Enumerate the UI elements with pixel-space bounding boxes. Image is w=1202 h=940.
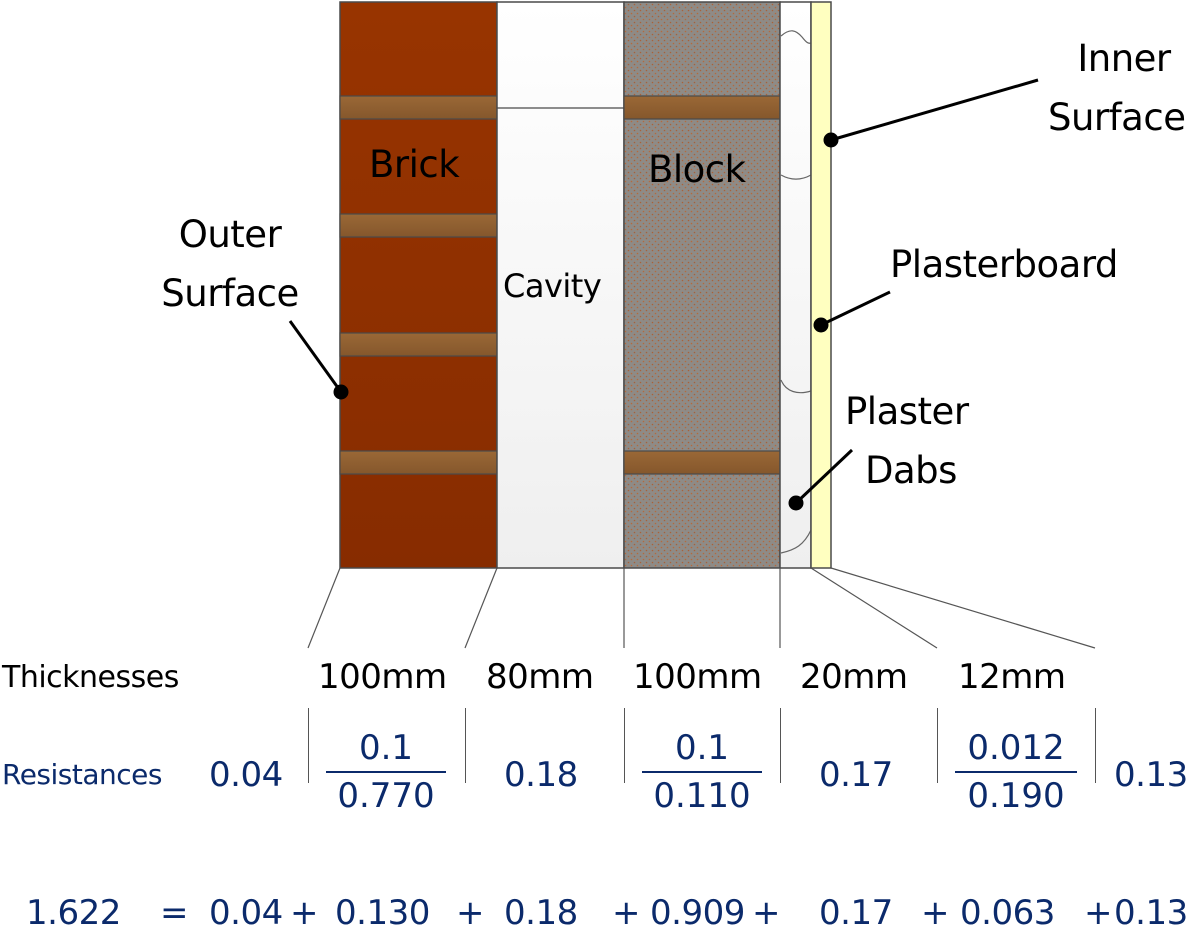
term-plaster-dabs: 0.17 — [819, 893, 893, 933]
separator — [308, 708, 309, 783]
resistance-brick-denominator: 0.770 — [337, 776, 435, 816]
separator — [1095, 708, 1096, 783]
plus-sign: + — [456, 893, 485, 933]
term-plasterboard: 0.063 — [960, 893, 1055, 933]
plaster-dabs-label-line1: Plaster — [845, 390, 969, 433]
plus-sign: + — [1084, 893, 1113, 933]
plaster-dabs-label-line2: Dabs — [865, 449, 957, 492]
block-layer — [623, 1, 781, 569]
plus-sign: + — [921, 893, 950, 933]
resistance-cavity: 0.18 — [504, 755, 578, 795]
thickness-plaster-dabs: 20mm — [800, 657, 908, 697]
cavity-label: Cavity — [503, 267, 602, 305]
outer-surface-label-line2: Surface — [161, 272, 299, 315]
cavity-layer — [496, 1, 625, 569]
equals-sign: = — [160, 893, 189, 933]
term-brick: 0.130 — [335, 893, 430, 933]
separator — [780, 708, 781, 783]
resistance-plasterboard-fraction: 0.012 0.190 — [955, 731, 1077, 813]
resistance-block-denominator: 0.110 — [653, 776, 751, 816]
plus-sign: + — [612, 893, 641, 933]
callout-pointers — [288, 78, 1039, 511]
thickness-brick: 100mm — [318, 657, 447, 697]
resistance-plasterboard-numerator: 0.012 — [955, 731, 1077, 773]
separator — [624, 708, 625, 783]
thicknesses-title: Thicknesses — [2, 660, 179, 695]
separator — [937, 708, 938, 783]
thickness-block: 100mm — [633, 657, 762, 697]
resistance-block-numerator: 0.1 — [642, 731, 762, 773]
resistance-plasterboard-denominator: 0.190 — [967, 776, 1065, 816]
plasterboard-label: Plasterboard — [890, 243, 1118, 286]
resistance-outer-surface: 0.04 — [209, 755, 283, 795]
outer-surface-label-line1: Outer — [178, 213, 282, 256]
total-resistance: 1.622 — [26, 893, 121, 933]
inner-surface-label-line2: Surface — [1048, 96, 1186, 139]
term-block: 0.909 — [650, 893, 745, 933]
inner-surface-label-line1: Inner — [1077, 37, 1171, 80]
brick-label: Brick — [369, 143, 460, 186]
resistance-brick-fraction: 0.1 0.770 — [326, 731, 446, 813]
block-label: Block — [648, 148, 746, 191]
thickness-plasterboard: 12mm — [958, 657, 1066, 697]
resistance-block-fraction: 0.1 0.110 — [642, 731, 762, 813]
plus-sign: + — [290, 893, 319, 933]
resistances-title: Resistances — [2, 758, 162, 791]
resistance-plaster-dabs: 0.17 — [819, 755, 893, 795]
thickness-leader-lines — [307, 567, 1096, 649]
resistance-inner-surface: 0.13 — [1114, 755, 1188, 795]
separator — [465, 708, 466, 783]
term-cavity: 0.18 — [504, 893, 578, 933]
plaster-dabs-layer — [779, 1, 812, 569]
term-inner-surface: 0.13 — [1114, 893, 1188, 933]
term-outer-surface: 0.04 — [209, 893, 283, 933]
brick-layer — [339, 1, 498, 569]
resistance-brick-numerator: 0.1 — [326, 731, 446, 773]
plus-sign: + — [752, 893, 781, 933]
plasterboard-layer — [810, 1, 832, 569]
thickness-cavity: 80mm — [486, 657, 594, 697]
